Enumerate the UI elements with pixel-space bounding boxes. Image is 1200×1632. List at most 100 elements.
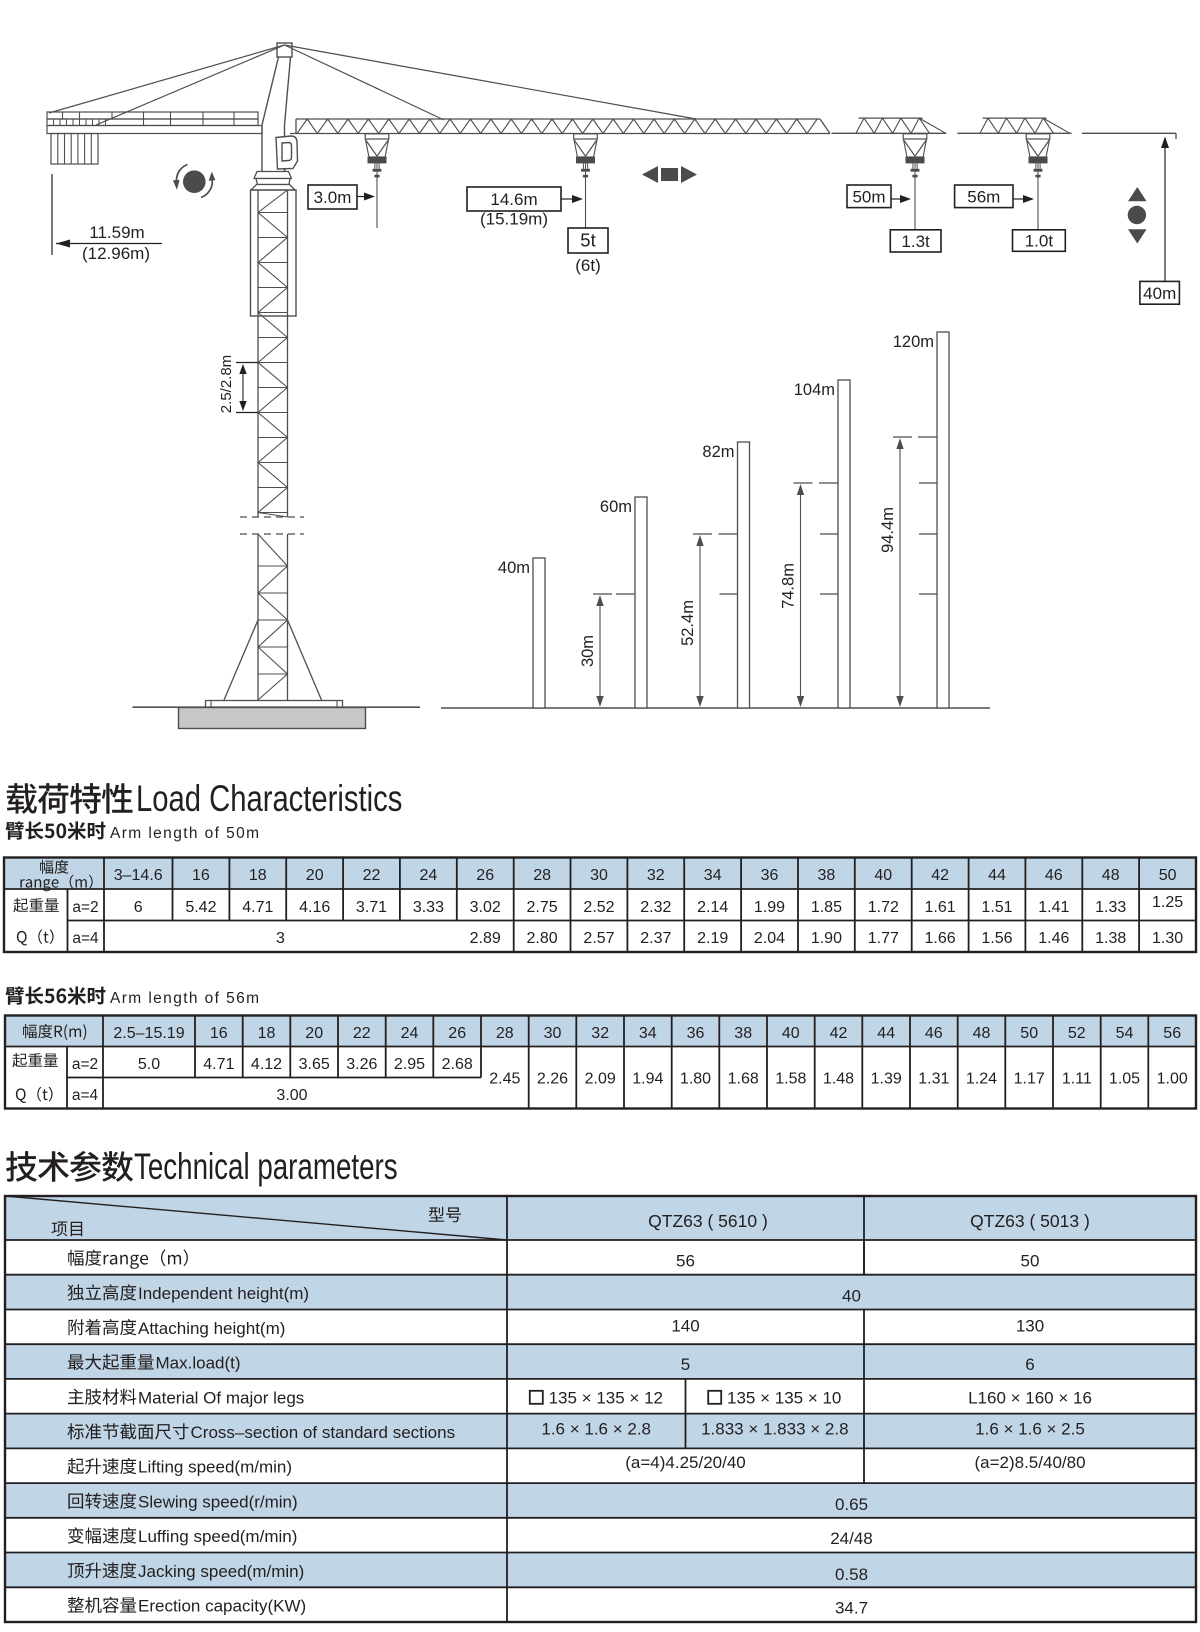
svg-text:5.0: 5.0	[138, 1056, 160, 1073]
svg-text:Material Of major legs: Material Of major legs	[138, 1388, 304, 1407]
svg-text:18: 18	[258, 1025, 276, 1042]
svg-text:18: 18	[249, 867, 267, 884]
svg-text:1.85: 1.85	[811, 899, 842, 916]
svg-text:1.61: 1.61	[925, 899, 956, 916]
svg-text:2.80: 2.80	[527, 930, 558, 947]
svg-text:46: 46	[925, 1025, 943, 1042]
svg-text:1.80: 1.80	[680, 1071, 711, 1088]
svg-text:1.77: 1.77	[868, 930, 899, 947]
svg-text:38: 38	[818, 867, 836, 884]
svg-text:0.65: 0.65	[835, 1495, 868, 1514]
svg-text:50m: 50m	[852, 187, 885, 206]
svg-text:20: 20	[306, 867, 324, 884]
svg-text:40m: 40m	[1143, 284, 1176, 303]
svg-text:Arm length of 50m: Arm length of 50m	[110, 825, 260, 842]
svg-text:130: 130	[1016, 1316, 1044, 1335]
svg-text:94.4m: 94.4m	[879, 507, 897, 553]
svg-text:1.3t: 1.3t	[901, 232, 930, 251]
svg-text:82m: 82m	[702, 443, 734, 461]
svg-text:32: 32	[591, 1025, 609, 1042]
svg-text:6: 6	[1025, 1355, 1034, 1374]
svg-text:28: 28	[496, 1025, 514, 1042]
svg-text:3.71: 3.71	[356, 899, 387, 916]
svg-text:24: 24	[401, 1025, 419, 1042]
svg-text:135 × 135 × 12: 135 × 135 × 12	[549, 1388, 663, 1407]
svg-text:1.31: 1.31	[918, 1071, 949, 1088]
svg-text:1.25: 1.25	[1152, 894, 1183, 911]
svg-text:2.04: 2.04	[754, 930, 785, 947]
svg-text:Erection capacity(KW): Erection capacity(KW)	[138, 1597, 306, 1616]
svg-text:1.30: 1.30	[1152, 930, 1183, 947]
svg-text:3.02: 3.02	[470, 899, 501, 916]
svg-text:50: 50	[1021, 1252, 1040, 1271]
svg-text:QTZ63 ( 5013 ): QTZ63 ( 5013 )	[970, 1211, 1090, 1231]
svg-text:3–14.6: 3–14.6	[114, 867, 163, 884]
svg-text:Luffing speed(m/min): Luffing speed(m/min)	[138, 1527, 297, 1546]
svg-text:50: 50	[1020, 1025, 1038, 1042]
svg-text:32: 32	[647, 867, 665, 884]
svg-text:1.17: 1.17	[1014, 1071, 1045, 1088]
svg-text:34.7: 34.7	[835, 1599, 868, 1618]
svg-text:28: 28	[533, 867, 551, 884]
svg-text:1.94: 1.94	[632, 1071, 663, 1088]
svg-text:a=2: a=2	[72, 1056, 98, 1073]
svg-text:52.4m: 52.4m	[679, 600, 697, 646]
svg-text:2.09: 2.09	[585, 1071, 616, 1088]
svg-text:60m: 60m	[600, 498, 632, 516]
svg-text:3.33: 3.33	[413, 899, 444, 916]
svg-text:48: 48	[1102, 867, 1120, 884]
svg-text:(6t): (6t)	[575, 256, 601, 275]
svg-text:2.68: 2.68	[442, 1056, 473, 1073]
svg-text:(a=4)4.25/20/40: (a=4)4.25/20/40	[625, 1453, 746, 1472]
svg-text:2.14: 2.14	[697, 899, 728, 916]
svg-text:L160 × 160 × 16: L160 × 160 × 16	[968, 1388, 1092, 1407]
svg-text:4.71: 4.71	[203, 1056, 234, 1073]
svg-text:1.833 × 1.833 × 2.8: 1.833 × 1.833 × 2.8	[701, 1420, 848, 1439]
svg-text:1.90: 1.90	[811, 930, 842, 947]
svg-text:2.95: 2.95	[394, 1056, 425, 1073]
svg-text:135 × 135 × 10: 135 × 135 × 10	[727, 1388, 841, 1407]
svg-text:1.56: 1.56	[981, 930, 1012, 947]
svg-text:1.00: 1.00	[1157, 1071, 1188, 1088]
svg-text:1.51: 1.51	[981, 899, 1012, 916]
svg-text:1.39: 1.39	[871, 1071, 902, 1088]
svg-text:Cross–section of standard sect: Cross–section of standard sections	[191, 1423, 456, 1442]
svg-text:1.11: 1.11	[1062, 1071, 1092, 1088]
svg-text:4.16: 4.16	[299, 899, 330, 916]
svg-text:1.24: 1.24	[966, 1071, 997, 1088]
svg-text:56m: 56m	[967, 187, 1000, 206]
svg-text:Slewing speed(r/min): Slewing speed(r/min)	[138, 1493, 298, 1512]
svg-text:6: 6	[134, 899, 143, 916]
svg-text:74.8m: 74.8m	[780, 563, 798, 609]
svg-text:Technical parameters: Technical parameters	[134, 1145, 398, 1187]
svg-text:2.5–15.19: 2.5–15.19	[113, 1025, 184, 1042]
svg-text:(12.96m): (12.96m)	[82, 244, 150, 263]
svg-text:1.33: 1.33	[1095, 899, 1126, 916]
svg-text:40: 40	[842, 1287, 861, 1306]
svg-text:26: 26	[476, 867, 494, 884]
svg-text:5: 5	[681, 1355, 690, 1374]
svg-text:2.32: 2.32	[640, 899, 671, 916]
svg-text:1.72: 1.72	[868, 899, 899, 916]
svg-text:34: 34	[704, 867, 722, 884]
svg-text:2.89: 2.89	[470, 930, 501, 947]
svg-text:50: 50	[1159, 867, 1177, 884]
svg-text:5.42: 5.42	[185, 899, 216, 916]
svg-text:26: 26	[448, 1025, 466, 1042]
svg-text:20: 20	[305, 1025, 323, 1042]
svg-text:a=4: a=4	[72, 1087, 99, 1104]
svg-text:Jacking speed(m/min): Jacking speed(m/min)	[138, 1562, 304, 1581]
svg-text:2.75: 2.75	[527, 899, 558, 916]
svg-text:3.65: 3.65	[299, 1056, 330, 1073]
svg-text:1.58: 1.58	[775, 1071, 806, 1088]
svg-text:11.59m: 11.59m	[89, 223, 144, 242]
svg-text:3: 3	[276, 930, 285, 947]
svg-text:1.0t: 1.0t	[1025, 232, 1054, 251]
svg-text:1.41: 1.41	[1038, 899, 1069, 916]
svg-text:1.46: 1.46	[1038, 930, 1069, 947]
svg-text:4.12: 4.12	[251, 1056, 282, 1073]
svg-text:34: 34	[639, 1025, 657, 1042]
svg-text:1.68: 1.68	[728, 1071, 759, 1088]
svg-text:120m: 120m	[893, 333, 934, 351]
svg-text:24: 24	[420, 867, 438, 884]
